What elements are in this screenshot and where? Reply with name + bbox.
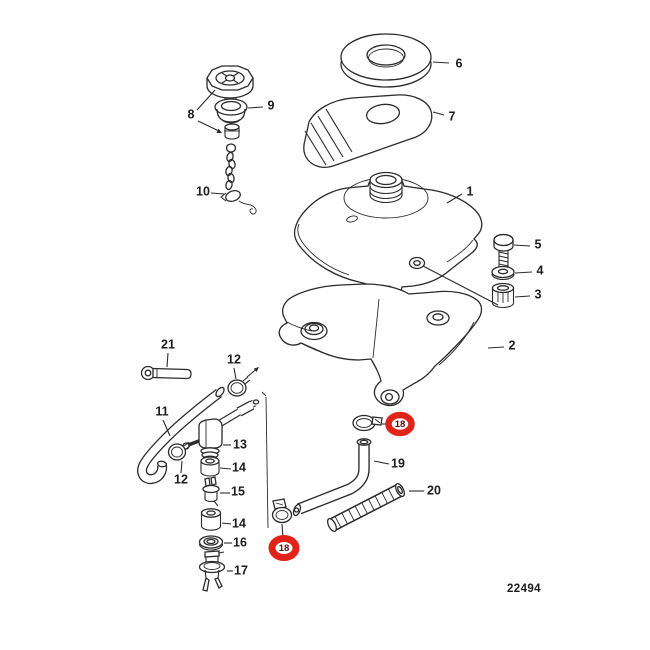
part-5-screw: [493, 233, 514, 270]
callout-20: 20: [427, 483, 441, 497]
part-10-chain: [220, 143, 257, 215]
leader-14b: [221, 522, 232, 525]
callout-16: 16: [233, 535, 247, 549]
callout-4: 4: [537, 263, 544, 277]
callout-labels: 6 7 8 9 10 1 5 4 3 2 21 12 11 13 14 15 1…: [155, 56, 543, 577]
leader-7: [432, 111, 445, 116]
callout-2: 2: [509, 338, 516, 352]
callout-1: 1: [467, 184, 474, 198]
part-18-clamp-upper: [352, 414, 383, 432]
highlight-badge-18-lower: 18: [268, 535, 300, 561]
leader-tank-to-spacer: [422, 265, 499, 306]
leader-8b: [197, 120, 220, 132]
leader-4: [514, 271, 533, 274]
callout-14-lower: 14: [232, 516, 246, 530]
part-9-gasket: [214, 98, 248, 124]
part-12-clamp-lower: [167, 441, 192, 461]
part-1-fuel-tank: [293, 171, 483, 299]
highlight-ring: [385, 411, 415, 437]
callout-8: 8: [188, 107, 195, 121]
leader-lines: [162, 61, 533, 572]
callout-9: 9: [268, 98, 275, 112]
callout-17: 17: [234, 563, 248, 577]
part-20-fuel-line: [326, 483, 406, 532]
callout-12-upper: 12: [227, 352, 241, 366]
callout-10: 10: [196, 184, 210, 198]
assembly-reference-line: [261, 391, 269, 529]
callout-14-upper: 14: [232, 460, 246, 474]
highlight-badge-18-upper: 18: [385, 411, 415, 437]
leader-3: [514, 295, 531, 298]
leader-1: [446, 193, 463, 204]
part-18-clamp-lower: [271, 498, 293, 524]
part-12-clamp-upper: [227, 367, 259, 397]
callout-21: 21: [161, 337, 175, 351]
leader-19: [373, 460, 390, 465]
callout-5: 5: [535, 237, 542, 251]
callout-13: 13: [233, 437, 247, 451]
part-8-lower-fitting: [224, 123, 240, 140]
leader-2: [487, 346, 505, 349]
highlight-ring: [268, 535, 300, 561]
part-3-spacer: [491, 282, 515, 309]
leader-14a: [219, 467, 232, 470]
part-6-ring: [340, 33, 432, 88]
callout-3: 3: [535, 287, 542, 301]
callout-6: 6: [456, 56, 463, 70]
callout-12-lower: 12: [174, 472, 188, 486]
callout-15: 15: [231, 484, 245, 498]
leader-11: [162, 419, 171, 437]
drawing-number: 22494: [507, 583, 541, 595]
part-4-washer: [491, 265, 515, 281]
part-21-rod: [140, 365, 192, 381]
part-8-fuel-cap: [206, 65, 254, 106]
part-7-pad: [303, 94, 433, 168]
callout-11: 11: [155, 404, 168, 418]
callout-18-upper: 18: [395, 419, 406, 430]
part-14-bushing-lower: [200, 508, 222, 531]
leader-8a: [196, 89, 216, 111]
leader-12b: [180, 460, 183, 474]
leader-9: [247, 106, 264, 109]
part-2-bracket: [278, 283, 483, 407]
leader-8b-arrowhead: [216, 128, 222, 133]
leader-6: [432, 61, 450, 64]
callout-7: 7: [449, 109, 456, 123]
leader-12a: [233, 367, 237, 380]
callout-18-lower: 18: [279, 543, 290, 554]
leader-10: [210, 192, 225, 195]
part-15-connector: [202, 476, 220, 507]
part-17-fitting: [198, 550, 226, 592]
leader-21: [166, 352, 169, 368]
leader-5: [513, 244, 531, 247]
part-19-hose: [292, 438, 372, 517]
part-16-grommet: [198, 535, 224, 551]
part-14-bushing-upper: [200, 456, 220, 477]
callout-19: 19: [391, 456, 405, 470]
part-11-hose: [137, 386, 225, 485]
